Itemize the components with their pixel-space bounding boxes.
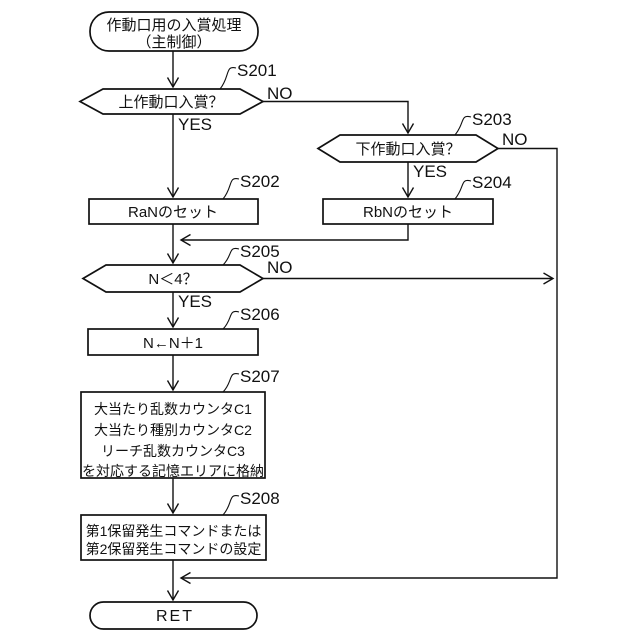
- node-ret: RET: [89, 601, 258, 630]
- s206-label: N←N＋1: [143, 335, 203, 352]
- node-s201: 上作動口入賞？ S201 NO YES: [78, 61, 293, 134]
- start-terminal-shape: [89, 11, 259, 52]
- s205-step-label: S205: [240, 242, 280, 261]
- s207-process-shape: [80, 391, 266, 479]
- s208-label-line1: 第1保留発生コマンドまたは: [86, 523, 262, 539]
- node-s206: N←N＋1 S206: [87, 305, 280, 356]
- s205-no-label: NO: [267, 258, 293, 277]
- s203-step-label: S203: [472, 110, 512, 129]
- s207-label-line4: を対応する記憶エリアに格納: [82, 463, 264, 479]
- connector-s208: [222, 494, 240, 516]
- s202-label: RaNのセット: [128, 204, 218, 221]
- edge-s204-merge-left: [179, 224, 409, 247]
- s203-no-label: NO: [502, 130, 528, 149]
- s203-yes-label: YES: [413, 162, 447, 181]
- node-s204: RbNのセット S204: [322, 173, 512, 225]
- edge-s203-no-right-rail: [179, 147, 558, 585]
- s204-process-shape: [322, 198, 494, 225]
- s207-step-label: S207: [240, 367, 280, 386]
- s207-label-line2: 大当たり種別カウンタC2: [94, 422, 252, 438]
- s201-label: 上作動口入賞？: [118, 94, 223, 111]
- step-connectors: [219, 67, 472, 516]
- s201-no-label: NO: [267, 84, 293, 103]
- s206-process-shape: [87, 328, 259, 356]
- connector-s204: [454, 179, 472, 200]
- s202-step-label: S202: [240, 172, 280, 191]
- start-label-line1: 作動口用の入賞処理: [106, 17, 241, 34]
- connector-s207: [222, 372, 240, 393]
- connector-s202: [222, 177, 240, 200]
- s206-step-label: S206: [240, 305, 280, 324]
- s208-process-shape: [80, 514, 267, 561]
- edge-s201-no-to-s203: [263, 100, 415, 135]
- node-s203: 下作動口入賞？ S203 NO YES: [316, 110, 528, 181]
- s203-label: 下作動口入賞？: [355, 141, 460, 158]
- edges: [166, 51, 558, 602]
- s201-yes-label: YES: [178, 115, 212, 134]
- s207-label-line1: 大当たり乱数カウンタC1: [94, 401, 252, 417]
- connector-s203: [454, 115, 472, 136]
- node-s208: 第1保留発生コマンドまたは 第2保留発生コマンドの設定 S208: [80, 489, 280, 561]
- node-s202: RaNのセット S202: [88, 172, 280, 225]
- node-s207: 大当たり乱数カウンタC1 大当たり種別カウンタC2 リーチ乱数カウンタC3 を対…: [80, 367, 280, 479]
- s205-label: N＜4？: [148, 271, 197, 288]
- s207-label-line3: リーチ乱数カウンタC3: [101, 443, 245, 459]
- s205-decision-shape: [81, 264, 265, 293]
- s204-label: RbNのセット: [363, 204, 453, 221]
- s202-process-shape: [88, 198, 259, 225]
- s203-decision-shape: [316, 134, 500, 163]
- s208-label-line2: 第2保留発生コマンドの設定: [86, 541, 262, 557]
- node-s205: N＜4？ S205 NO YES: [81, 242, 293, 311]
- connector-s206: [222, 310, 240, 330]
- s201-decision-shape: [78, 88, 265, 115]
- node-start: 作動口用の入賞処理 （主制御）: [89, 11, 259, 52]
- ret-terminal-shape: [89, 601, 258, 630]
- start-label-line2: （主制御）: [136, 34, 211, 51]
- connector-s205: [222, 247, 240, 266]
- s204-step-label: S204: [472, 173, 512, 192]
- s208-step-label: S208: [240, 489, 280, 508]
- ret-label: RET: [156, 608, 194, 625]
- s205-yes-label: YES: [178, 292, 212, 311]
- connector-s201: [219, 67, 237, 90]
- s201-step-label: S201: [237, 61, 277, 80]
